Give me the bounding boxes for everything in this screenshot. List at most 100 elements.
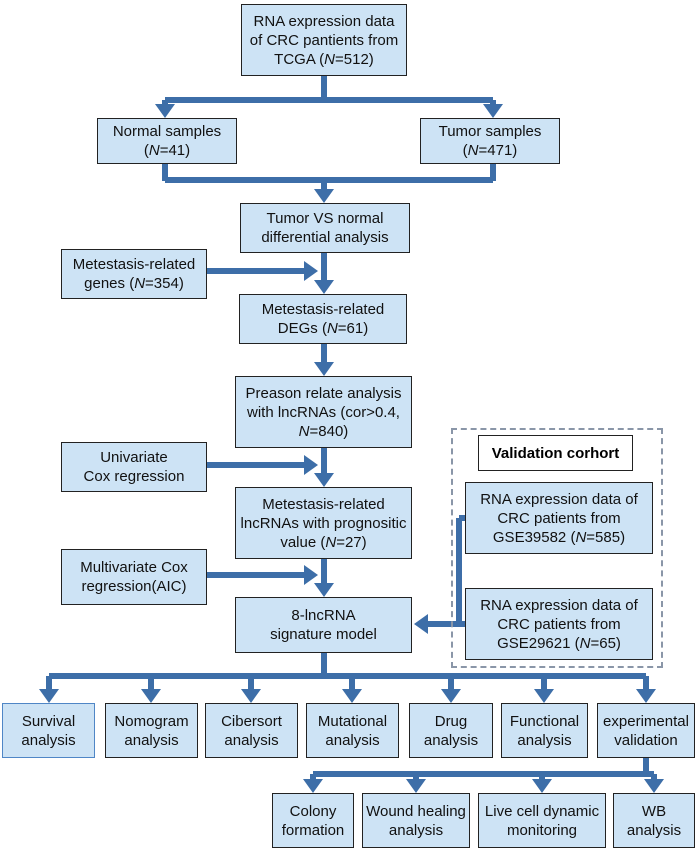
connector-segment xyxy=(651,774,657,781)
arrow-head xyxy=(314,189,334,203)
arrow-head xyxy=(314,280,334,294)
node-label-line: Multivariate Cox xyxy=(80,559,188,576)
connector-segment xyxy=(321,253,327,282)
connector-segment xyxy=(207,268,312,274)
node-label-line: WB xyxy=(641,802,667,820)
connector-segment xyxy=(539,774,545,781)
node-label-line: Metestasis-related xyxy=(262,495,385,513)
node-label-line: Preason relate analysis xyxy=(245,384,402,402)
arrow-head xyxy=(441,689,461,703)
connector-segment xyxy=(321,559,327,585)
node-multivariate-cox: Multivariate Cox regression(AIC) xyxy=(61,549,207,605)
arrow-head xyxy=(314,473,334,487)
node-label-line: GSE39582 (N=585) xyxy=(492,528,626,546)
arrow-head xyxy=(414,614,428,634)
node-label-line: monitoring xyxy=(506,821,578,839)
arrow-head xyxy=(406,779,426,793)
arrow-head xyxy=(644,779,664,793)
connector-segment xyxy=(165,97,493,103)
validation-cohort-title: Validation corhort xyxy=(478,435,633,471)
node-label-line: Drug xyxy=(434,712,468,730)
connector-segment xyxy=(448,676,454,691)
connector-segment xyxy=(321,180,327,191)
node-label-line: experimental xyxy=(603,712,689,730)
arrow-head xyxy=(303,779,323,793)
node-label-line: lncRNAs with prognositic xyxy=(240,514,407,532)
node-label-line: TCGA (N=512) xyxy=(274,50,374,68)
connector-segment xyxy=(207,462,312,468)
node-label-line: Metestasis-related xyxy=(72,256,196,273)
node-tumor-samples: Tumor samples (N=471) xyxy=(420,118,560,164)
connector-segment xyxy=(162,164,168,181)
connector-segment xyxy=(313,771,654,777)
node-label-line: regression(AIC) xyxy=(81,578,187,595)
node-label-line: analysis xyxy=(517,731,572,749)
node-label-line: RNA expression data of xyxy=(480,490,638,508)
connector-segment xyxy=(49,673,646,679)
node-label-line: differential analysis xyxy=(261,229,389,246)
node-label-line: (N=471) xyxy=(462,142,518,159)
node-label-line: analysis xyxy=(388,821,444,839)
connector-segment xyxy=(541,676,547,691)
connector-segment xyxy=(426,621,459,627)
connector-segment xyxy=(643,758,649,775)
connector-segment xyxy=(321,76,327,100)
node-label-line: Cibersort xyxy=(221,712,282,730)
node-label-line: N=840) xyxy=(298,422,349,440)
connector-segment xyxy=(310,774,316,781)
connector-segment xyxy=(459,621,465,627)
connector-segment xyxy=(490,100,496,106)
connector-segment xyxy=(456,518,462,624)
node-label-line: (N=41) xyxy=(143,142,191,159)
node-label-line: RNA expression data xyxy=(253,12,395,30)
node-label-line: analysis xyxy=(626,821,682,839)
node-label-line: Wound healing xyxy=(366,802,466,820)
node-label-line: Metestasis-related xyxy=(261,301,385,318)
node-label-line: analysis xyxy=(224,731,279,749)
node-label-line: Univariate xyxy=(100,449,168,466)
node-label-line: Functional xyxy=(509,712,580,730)
connector-segment xyxy=(413,774,419,781)
arrow-head xyxy=(141,689,161,703)
node-label-line: Mutational xyxy=(317,712,388,730)
node-label-line: Survival xyxy=(21,712,76,730)
validation-cohort-frame xyxy=(451,428,663,668)
arrow-head xyxy=(155,104,175,118)
node-label-line: Colony xyxy=(289,802,337,820)
node-label-line: analysis xyxy=(21,731,76,749)
connector-segment xyxy=(248,676,254,691)
node-label-line: with lncRNAs (cor>0.4, xyxy=(247,403,400,421)
node-metastasis-genes: Metestasis-related genes (N=354) xyxy=(61,249,207,299)
node-label-line: Tumor VS normal xyxy=(266,210,384,227)
node-label-line: formation xyxy=(281,821,345,839)
node-differential-analysis: Tumor VS normal differential analysis xyxy=(240,203,410,253)
node-label-line: GSE29621 (N=65) xyxy=(497,634,621,652)
node-label-line: Cox regression xyxy=(83,468,185,485)
node-label-line: genes (N=354) xyxy=(84,275,184,292)
node-label-line: Tumor samples xyxy=(438,123,542,140)
node-label-line: 8-lncRNA xyxy=(291,607,356,624)
arrow-head xyxy=(304,565,318,585)
arrow-head xyxy=(532,779,552,793)
arrow-head xyxy=(304,261,318,281)
connector-segment xyxy=(490,164,496,181)
arrow-head xyxy=(483,104,503,118)
node-label-line: Live cell dynamic xyxy=(484,802,600,820)
connector-segment xyxy=(162,100,168,106)
node-label-line: Nomogram xyxy=(114,712,189,730)
arrow-head xyxy=(241,689,261,703)
